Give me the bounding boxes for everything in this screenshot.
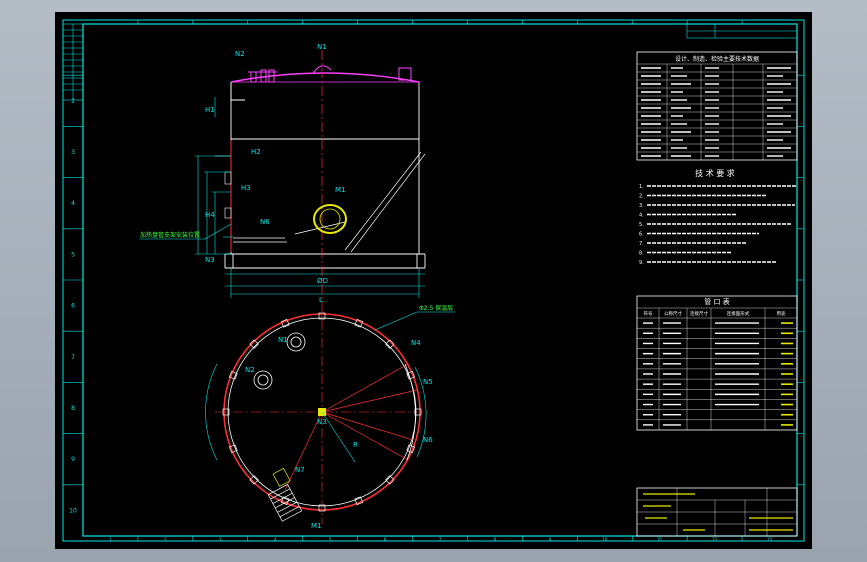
plan-callout: Φ2.5 保温层	[419, 304, 453, 312]
title-block[interactable]	[636, 487, 798, 537]
tank-roof	[230, 72, 420, 83]
support-pad	[318, 312, 326, 320]
elevation-view[interactable]: N1 N2 M1 N6 N3 H1 H2 H3 H4 ØD L 加热盘管支架安装…	[140, 43, 426, 304]
requirement-number: 8.	[639, 251, 644, 257]
roof-nozzles	[248, 65, 412, 83]
zone-label: 3	[219, 537, 222, 542]
zone-label: 9	[549, 537, 552, 542]
border-zone-left: 2 3 4 5 6 7 8 9 10	[63, 74, 83, 514]
requirement-number: 9.	[639, 260, 644, 266]
support-pad	[385, 339, 395, 349]
support-pad	[228, 444, 238, 454]
support-pads	[222, 312, 422, 512]
plan-nozzle-label-n2: N2	[245, 366, 255, 374]
elevation-callout: 加热盘管支架安装位置	[140, 231, 200, 239]
plan-nozzle-label-m1: M1	[311, 522, 322, 530]
tag-manhole: M1	[335, 186, 346, 194]
tag-side-left: N2	[235, 50, 245, 58]
support-pad	[354, 496, 364, 506]
plan-nozzle-label-n3: N3	[317, 418, 327, 426]
zone-label: 10	[69, 507, 77, 514]
zone-label: 4	[71, 200, 75, 207]
dim-label-h3: H3	[241, 184, 251, 192]
drawing-number-box	[686, 23, 798, 39]
heating-coil	[313, 204, 347, 234]
tag-bottom-left: N3	[205, 256, 215, 264]
inner-border	[82, 23, 798, 537]
outer-border	[62, 19, 805, 542]
support-pad	[318, 504, 326, 512]
support-pad	[249, 475, 259, 485]
tag-heating: N6	[260, 218, 270, 226]
zone-label: 1	[109, 537, 112, 542]
spec-table[interactable]: 设计、制造、检验主要技术数据	[636, 51, 798, 161]
plan-view[interactable]: Φ2.5 保温层 R N1 N2 N3 N4 N5 N6 N7 M1	[205, 302, 455, 530]
plan-nozzle-label-n1: N1	[278, 336, 288, 344]
requirement-number: 1.	[639, 184, 644, 190]
zone-label: 7	[71, 354, 75, 361]
revision-grid	[62, 23, 84, 101]
requirement-number: 6.	[639, 232, 644, 238]
support-pad	[228, 370, 238, 380]
zone-label: 6	[71, 303, 75, 310]
support-pad	[385, 475, 395, 485]
zone-label: 11	[657, 537, 663, 542]
dim-label-h4: H4	[205, 211, 215, 219]
dim-label-diameter: ØD	[317, 277, 328, 285]
requirement-number: 4.	[639, 213, 644, 219]
plan-nozzle-label-n5: N5	[423, 378, 433, 386]
zone-label: 4	[274, 537, 277, 542]
dim-label-h1: H1	[205, 106, 215, 114]
zone-label: 5	[329, 537, 332, 542]
tag-top: N1	[317, 43, 327, 51]
support-pad	[222, 408, 230, 416]
zone-label: 6	[384, 537, 387, 542]
nozzle-table[interactable]: 管 口 表 符号 公称尺寸 连接尺寸 连接面形式 用途	[636, 295, 798, 431]
support-pad	[406, 444, 416, 454]
zone-label: 10	[602, 537, 608, 542]
zone-label: 2	[71, 98, 75, 105]
plan-nozzle-label-n4: N4	[411, 339, 421, 347]
plan-nozzles	[253, 332, 326, 416]
zone-label: 7	[439, 537, 442, 542]
requirement-number: 2.	[639, 194, 644, 200]
nozzle-table-title: 管 口 表	[704, 297, 729, 306]
border-zone-right	[797, 74, 804, 486]
plan-nozzle-label-n6: N6	[423, 436, 433, 444]
zone-label: 8	[71, 405, 75, 412]
nozzle-table-header: 符号	[644, 310, 653, 317]
technical-requirements[interactable]: 技 术 要 求 1. 2. 3. 4. 5. 6. 7. 8. 9.	[639, 168, 797, 266]
requirement-number: 7.	[639, 241, 644, 247]
requirement-number: 5.	[639, 222, 644, 228]
zone-label: 5	[71, 251, 75, 258]
requirements-title: 技 术 要 求	[695, 168, 735, 178]
nozzle-table-header: 公称尺寸	[664, 310, 682, 317]
support-pad	[414, 408, 422, 416]
nozzle-table-header: 连接尺寸	[690, 310, 708, 317]
plan-nozzle-label-n7: N7	[295, 466, 305, 474]
zone-label: 13	[767, 537, 773, 542]
nozzle-table-header: 连接面形式	[727, 310, 750, 317]
nozzle-table-header: 用途	[777, 310, 786, 317]
support-pad	[249, 339, 259, 349]
dim-label-length: L	[319, 296, 323, 304]
zone-label: 12	[712, 537, 718, 542]
zone-label: 9	[71, 456, 75, 463]
ladder	[267, 467, 303, 522]
requirement-number: 3.	[639, 203, 644, 209]
support-pad	[406, 370, 416, 380]
zone-label: 3	[71, 149, 75, 156]
support-pad	[354, 318, 364, 328]
zone-label: 2	[164, 537, 167, 542]
zone-label: 8	[494, 537, 497, 542]
plan-arc-label: R	[353, 441, 358, 449]
spec-table-title: 设计、制造、检验主要技术数据	[675, 55, 759, 63]
dim-label-h2: H2	[251, 148, 261, 156]
support-pad	[280, 318, 290, 328]
